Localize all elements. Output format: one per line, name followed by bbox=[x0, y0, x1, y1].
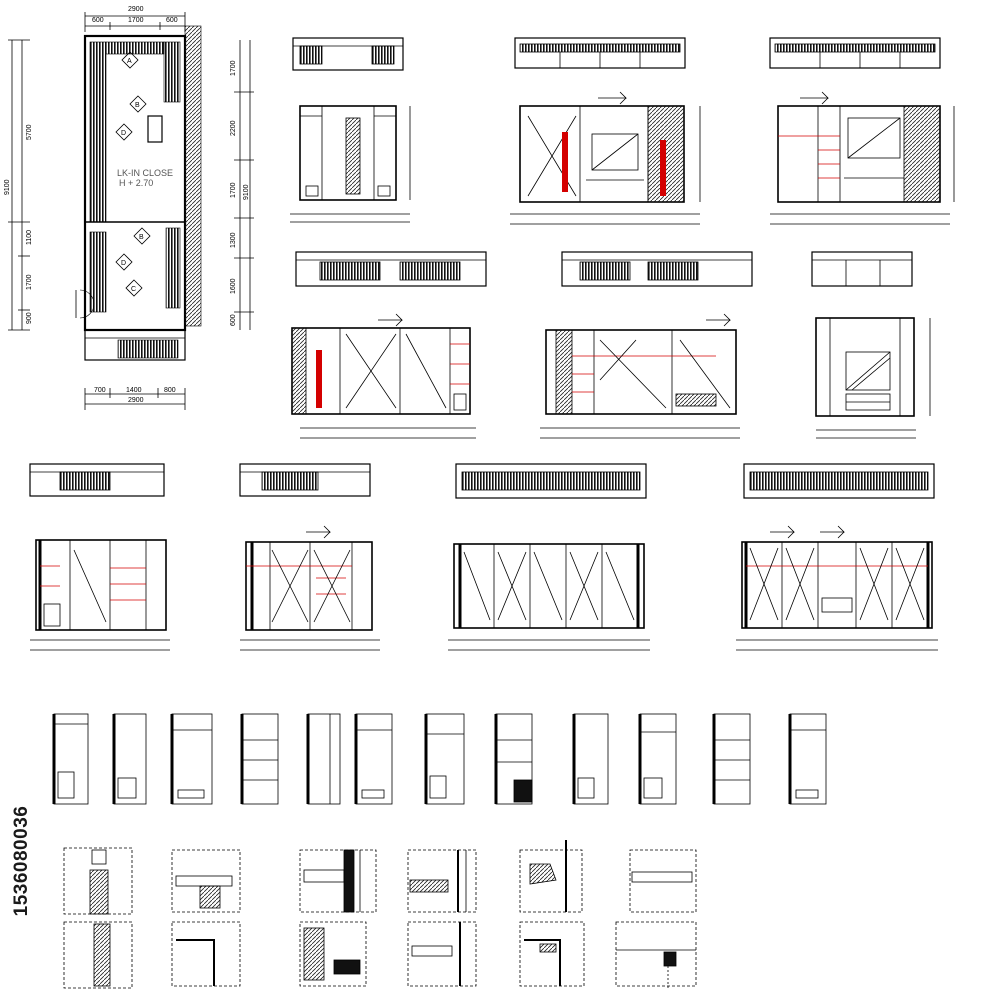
floor-plan bbox=[8, 12, 254, 410]
section-3 bbox=[170, 713, 213, 805]
detail-3 bbox=[299, 849, 377, 913]
marker-b-lower: B bbox=[139, 234, 144, 241]
marker-a: A bbox=[127, 58, 132, 65]
section-10 bbox=[638, 713, 677, 805]
stock-watermark: 1536080036 bbox=[4, 750, 36, 980]
plan-dim-right-2: 2200 bbox=[230, 120, 237, 136]
plan-dim-right-3: 1700 bbox=[230, 182, 237, 198]
plan-dim-bottom-2: 1400 bbox=[126, 387, 142, 394]
section-6 bbox=[354, 713, 393, 805]
plan-dim-right-4: 1300 bbox=[230, 232, 237, 248]
elevation-row-2 bbox=[291, 313, 931, 439]
plan-dim-top-1: 600 bbox=[92, 17, 104, 24]
detail-7 bbox=[63, 921, 133, 989]
plan-dim-left-2: 1100 bbox=[26, 230, 33, 245]
detail-11 bbox=[519, 921, 585, 987]
detail-grid bbox=[63, 840, 697, 990]
section-8 bbox=[494, 713, 533, 805]
elevation-row-1 bbox=[290, 91, 955, 225]
plan-dim-left-4: 900 bbox=[26, 312, 33, 324]
elevation-row-3 bbox=[30, 525, 938, 651]
room-label: LK-IN CLOSE bbox=[117, 168, 173, 178]
plan-dim-right-total: 9100 bbox=[243, 184, 250, 200]
section-12 bbox=[788, 713, 827, 805]
detail-8 bbox=[171, 921, 241, 987]
floor-plan-labels: 2900 600 1700 600 700 1400 800 2900 5700… bbox=[4, 6, 250, 404]
marker-d-upper: D bbox=[121, 130, 126, 137]
plan-dim-right-1: 1700 bbox=[230, 60, 237, 76]
section-5 bbox=[306, 713, 341, 805]
section-11 bbox=[712, 713, 751, 805]
plan-dim-top-3: 600 bbox=[166, 17, 178, 24]
plan-dim-left-total: 9100 bbox=[4, 179, 11, 195]
top-view-row-2 bbox=[295, 251, 913, 287]
section-1 bbox=[52, 713, 89, 805]
top-view-row-3 bbox=[29, 463, 935, 499]
detail-10 bbox=[407, 921, 477, 987]
plan-dim-left-3: 1700 bbox=[26, 274, 33, 290]
detail-2 bbox=[171, 849, 241, 913]
plan-dim-bottom-3: 800 bbox=[164, 387, 176, 394]
marker-d-lower: D bbox=[121, 260, 126, 267]
marker-b-upper: B bbox=[135, 102, 140, 109]
room-height-label: H + 2.70 bbox=[119, 178, 153, 188]
plan-dim-right-5: 1600 bbox=[230, 278, 237, 294]
section-4 bbox=[240, 713, 279, 805]
detail-12 bbox=[615, 921, 697, 990]
plan-dim-left-1: 5700 bbox=[26, 124, 33, 140]
top-view-row-1 bbox=[292, 37, 941, 71]
plan-dim-top-2: 1700 bbox=[128, 17, 144, 24]
section-row bbox=[52, 713, 827, 805]
detail-5 bbox=[519, 840, 583, 913]
detail-9 bbox=[299, 921, 367, 987]
section-7 bbox=[424, 713, 465, 805]
plan-dim-right-6: 600 bbox=[230, 314, 237, 326]
plan-dim-bottom-total: 2900 bbox=[128, 397, 144, 404]
section-9 bbox=[572, 713, 609, 805]
stock-id: 1536080036 bbox=[11, 805, 32, 917]
plan-dim-bottom-1: 700 bbox=[94, 387, 106, 394]
detail-6 bbox=[629, 849, 697, 913]
section-2 bbox=[112, 713, 147, 805]
marker-c: C bbox=[131, 286, 136, 293]
plan-dim-top-total: 2900 bbox=[128, 6, 144, 13]
detail-1 bbox=[63, 847, 133, 915]
detail-4 bbox=[407, 849, 477, 913]
